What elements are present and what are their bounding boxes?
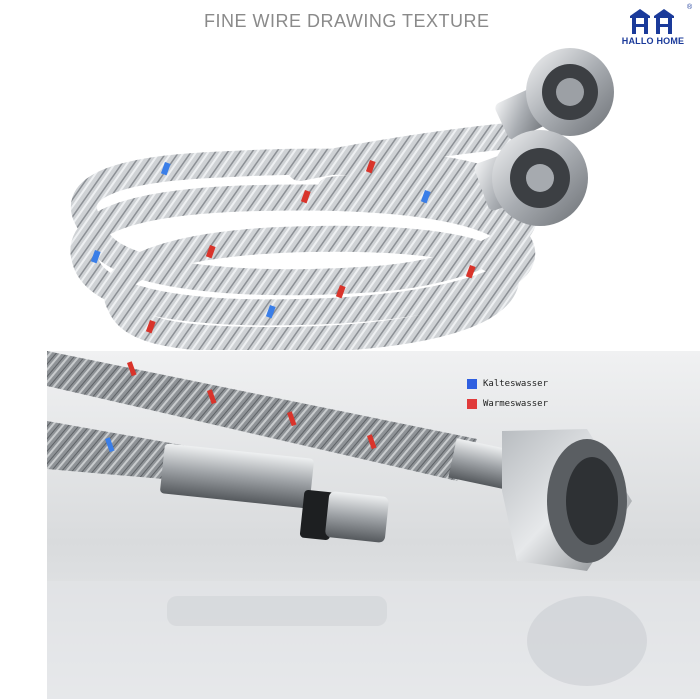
brand-logo: ® HALLO HOME bbox=[612, 4, 694, 48]
legend-item-cold: Kalteswasser bbox=[467, 374, 548, 394]
registered-mark: ® bbox=[687, 4, 693, 11]
brand-house-icon bbox=[630, 9, 674, 34]
headline: FINE WIRE DRAWING TEXTURE bbox=[204, 11, 490, 31]
legend-label-warm: Warmeswasser bbox=[483, 399, 549, 409]
brand-name: HALLO HOME bbox=[621, 36, 685, 46]
cold-water-swatch bbox=[467, 379, 477, 389]
warm-water-swatch bbox=[467, 399, 477, 409]
hex-nuts bbox=[474, 48, 614, 226]
legend-item-warm: Warmeswasser bbox=[467, 394, 548, 414]
coiled-hoses-photo bbox=[70, 48, 614, 350]
water-legend: Kalteswasser Warmeswasser bbox=[467, 374, 548, 414]
legend-label-cold: Kalteswasser bbox=[483, 379, 549, 389]
hose-closeup-photo bbox=[47, 351, 700, 699]
color-marks bbox=[90, 160, 476, 334]
